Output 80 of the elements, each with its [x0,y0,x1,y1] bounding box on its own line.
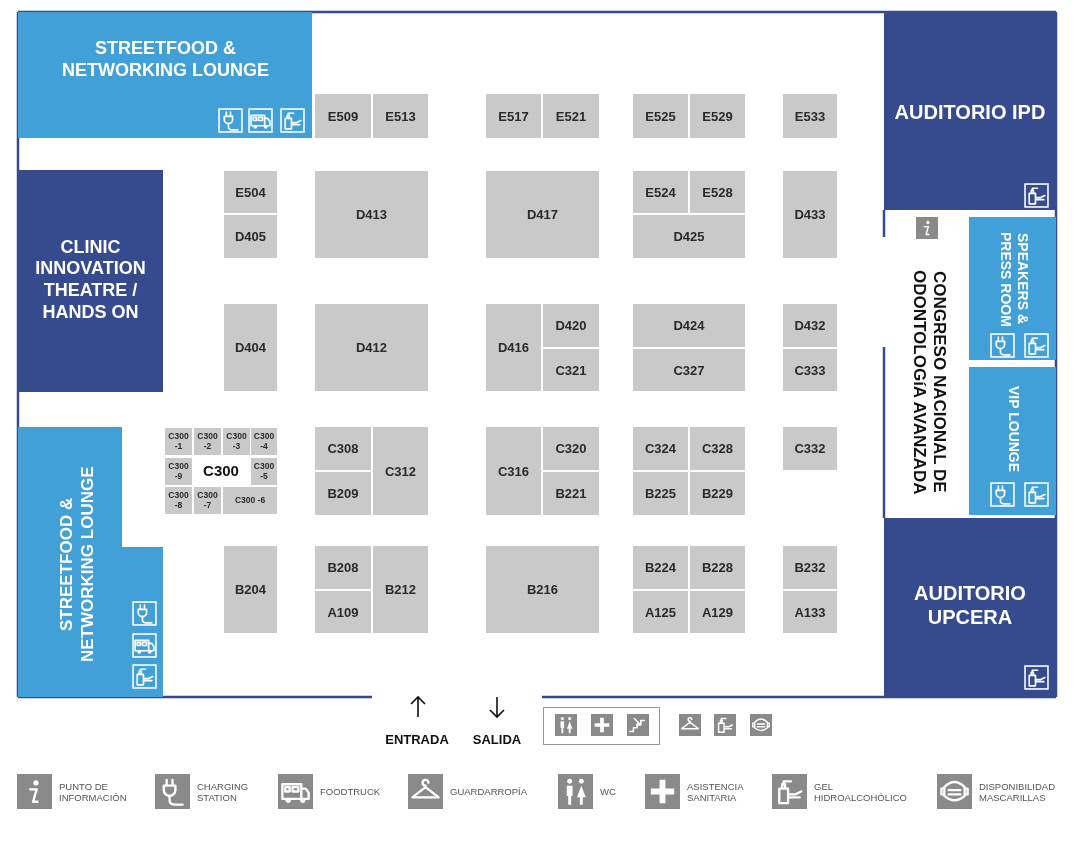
hall-area [884,518,1056,697]
booth: E524 [633,171,688,213]
booth: C300 -6 [223,487,277,514]
room-label: VIP LOUNGE [1005,385,1024,475]
booth: B209 [315,472,371,515]
room-label: AUDITORIO IPD [893,100,1047,125]
lounge-area [969,367,1056,515]
booth: B224 [633,546,688,589]
booth: C300 -2 [194,428,221,455]
booth: E529 [690,94,745,138]
booth: E513 [373,94,428,138]
booth: D413 [315,171,428,258]
booth: B208 [315,546,371,589]
legend-label: ASISTENCIA SANITARIA [687,779,745,805]
legend-label: GEL HIDROALCOHÓLICO [814,779,908,805]
booth: C321 [543,349,599,391]
booth: C316 [486,427,541,515]
booth: D433 [783,171,837,258]
booth: C300 -1 [165,428,192,455]
booth: B221 [543,472,599,515]
booth: C328 [690,427,745,470]
booth: D425 [633,215,745,258]
legend-label: DISPONIBILIDAD MASCARILLAS [979,779,1057,805]
booth: C300 -8 [165,487,192,514]
booth: D405 [224,215,277,258]
booth: E504 [224,171,277,213]
lounge-area [18,12,312,138]
booth: D432 [783,304,837,347]
hall-area [884,12,1056,210]
booth: C300 -9 [165,458,192,485]
booth: B225 [633,472,688,515]
booth: B232 [783,546,837,589]
legend-label: WC [600,785,617,800]
legend-label: CHARGING STATION [197,779,250,805]
booth: C300 -7 [194,487,221,514]
room-label: AUDITORIO UPCERA [913,581,1027,630]
booth: A109 [315,591,371,633]
legend-label: GUARDARROPÍA [450,785,529,800]
booth: D420 [543,304,599,347]
booth: E521 [543,94,599,138]
booth: B216 [486,546,599,633]
booth: C308 [315,427,371,470]
booth: C333 [783,349,837,391]
booth: D424 [633,304,745,347]
room-label: SPEAKERS & PRESS ROOM [997,230,1032,329]
legend-label: PUNTO DE INFORMACIÓN [59,779,128,805]
booth: A133 [783,591,837,633]
booth: C300 -4 [251,428,277,455]
booth: E517 [486,94,541,138]
booth: E528 [690,171,745,213]
exit-label: SALIDA [471,731,523,750]
congress-title: CONGRESO NACIONAL DE ODONTOLOGíA AVANZADA [909,268,951,497]
booth: A129 [690,591,745,633]
booth: C324 [633,427,688,470]
booth: C300 -3 [223,428,250,455]
booth-label: C300 [202,461,240,481]
booth: C312 [373,427,428,515]
booth: A125 [633,591,688,633]
booth: B212 [373,546,428,633]
booth: C332 [783,427,837,470]
booth: E525 [633,94,688,138]
booth: E533 [783,94,837,138]
booth: B204 [224,546,277,633]
hall-area [18,170,163,392]
booth: C300 -5 [251,458,277,485]
booth: D404 [224,304,277,391]
booth: C320 [543,427,599,470]
entrance-label: ENTRADA [384,731,450,750]
booth: E509 [315,94,371,138]
booth: B229 [690,472,745,515]
room-label: CLINIC INNOVATION THEATRE / HANDS ON [34,235,147,324]
booth: C327 [633,349,745,391]
room-label: STREETFOOD & NETWORKING LOUNGE [56,465,98,665]
booth: D412 [315,304,428,391]
booth: D416 [486,304,541,391]
booth: D417 [486,171,599,258]
room-label: STREETFOOD & NETWORKING LOUNGE [61,37,270,82]
lounge-area [969,217,1056,360]
booth: B228 [690,546,745,589]
legend-label: FOODTRUCK [320,785,382,800]
